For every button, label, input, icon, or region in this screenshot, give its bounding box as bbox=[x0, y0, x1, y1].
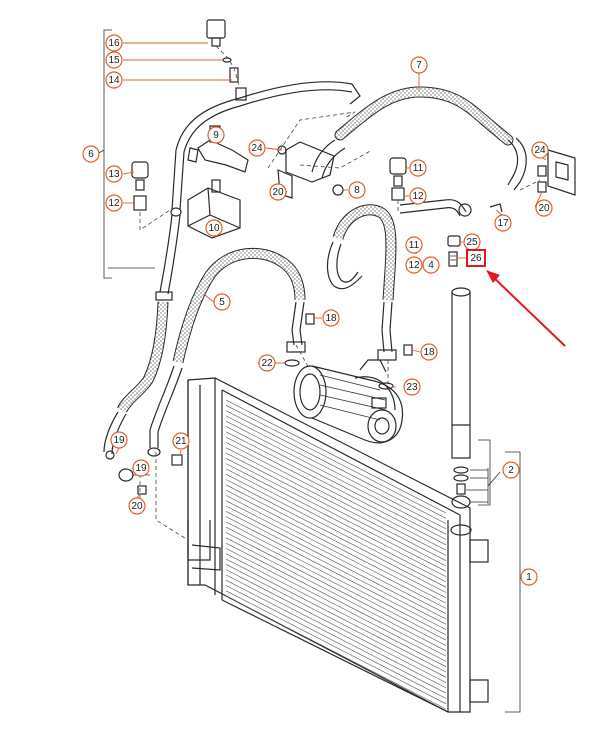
svg-text:18: 18 bbox=[325, 313, 337, 324]
red-arrow-head bbox=[486, 270, 500, 283]
svg-text:6: 6 bbox=[88, 149, 94, 160]
svg-text:11: 11 bbox=[413, 163, 424, 174]
svg-text:19: 19 bbox=[113, 435, 125, 446]
callout-c21: 21 bbox=[172, 432, 190, 450]
callout-c24b: 24 bbox=[531, 141, 549, 159]
callout-c8: 8 bbox=[348, 181, 366, 199]
svg-text:5: 5 bbox=[219, 297, 225, 308]
bracket-group-6 bbox=[96, 29, 155, 279]
svg-text:21: 21 bbox=[175, 436, 187, 447]
callout-c18b: 18 bbox=[420, 343, 438, 361]
svg-text:18: 18 bbox=[423, 347, 435, 358]
condenser-1 bbox=[187, 377, 521, 713]
callout-c24a: 24 bbox=[248, 139, 266, 157]
callout-c22: 22 bbox=[258, 354, 276, 372]
callout-c10: 10 bbox=[205, 219, 223, 237]
callout-c15: 15 bbox=[105, 51, 123, 69]
callout-c25: 25 bbox=[463, 233, 481, 251]
callout-c17: 17 bbox=[494, 214, 512, 232]
svg-text:13: 13 bbox=[108, 169, 120, 180]
svg-text:20: 20 bbox=[272, 187, 284, 198]
svg-text:12: 12 bbox=[108, 198, 120, 209]
svg-text:22: 22 bbox=[261, 358, 273, 369]
svg-text:25: 25 bbox=[466, 237, 478, 248]
bracket-middle bbox=[267, 111, 373, 199]
svg-text:14: 14 bbox=[108, 75, 120, 86]
service-valve-right bbox=[389, 157, 407, 212]
bracket-10 bbox=[187, 179, 241, 239]
bracket-right bbox=[489, 149, 576, 213]
receiver-drier-2 bbox=[451, 287, 501, 509]
pressure-sensor-assembly bbox=[206, 19, 247, 101]
callout-c5: 5 bbox=[213, 293, 231, 311]
callout-c6: 6 bbox=[82, 145, 100, 163]
callout-c19b: 19 bbox=[132, 459, 150, 477]
svg-text:19: 19 bbox=[135, 463, 147, 474]
callout-c1: 1 bbox=[520, 568, 538, 586]
misc-fittings bbox=[284, 313, 413, 390]
svg-text:8: 8 bbox=[354, 185, 360, 196]
callout-c2: 2 bbox=[502, 461, 520, 479]
svg-text:15: 15 bbox=[108, 55, 120, 66]
service-valve-left bbox=[131, 161, 171, 231]
callout-c19a: 19 bbox=[110, 431, 128, 449]
callout-c13: 13 bbox=[105, 165, 123, 183]
svg-text:24: 24 bbox=[251, 143, 263, 154]
callout-c18a: 18 bbox=[322, 309, 340, 327]
svg-text:12: 12 bbox=[412, 191, 424, 202]
filter-cap-parts bbox=[447, 235, 461, 267]
svg-text:20: 20 bbox=[538, 203, 550, 214]
callout-c12c: 12 bbox=[405, 256, 423, 274]
callout-c20c: 20 bbox=[128, 497, 146, 515]
highlight-box bbox=[466, 249, 486, 267]
callout-c12b: 12 bbox=[409, 187, 427, 205]
svg-text:23: 23 bbox=[406, 382, 418, 393]
svg-text:16: 16 bbox=[108, 38, 120, 49]
callout-c4: 4 bbox=[422, 256, 440, 274]
callout-c20a: 20 bbox=[269, 183, 287, 201]
callout-c12a: 12 bbox=[105, 194, 123, 212]
callout-c9: 9 bbox=[207, 126, 225, 144]
hose-7 bbox=[311, 86, 527, 191]
svg-text:7: 7 bbox=[416, 60, 422, 71]
ac-compressor bbox=[293, 359, 404, 444]
svg-text:10: 10 bbox=[208, 223, 220, 234]
svg-text:17: 17 bbox=[497, 218, 509, 229]
callout-c7: 7 bbox=[410, 56, 428, 74]
hose-4 bbox=[326, 199, 472, 361]
svg-text:4: 4 bbox=[428, 260, 434, 271]
svg-text:2: 2 bbox=[508, 465, 514, 476]
red-arrow-line bbox=[491, 275, 566, 347]
svg-text:24: 24 bbox=[534, 145, 546, 156]
hose-5 bbox=[147, 247, 306, 457]
svg-text:20: 20 bbox=[131, 501, 143, 512]
svg-text:9: 9 bbox=[213, 130, 219, 141]
callout-c14: 14 bbox=[105, 71, 123, 89]
callout-c11a: 11 bbox=[409, 159, 427, 177]
callout-c11b: 11 bbox=[405, 236, 423, 254]
pipe-6 bbox=[103, 81, 361, 455]
svg-text:1: 1 bbox=[526, 572, 532, 583]
highlighted-part-callout: 26 bbox=[466, 249, 566, 347]
highlighted-callout-label: 26 bbox=[470, 253, 482, 264]
callout-c20b: 20 bbox=[535, 199, 553, 217]
svg-text:12: 12 bbox=[408, 260, 420, 271]
callout-c23: 23 bbox=[403, 378, 421, 396]
callout-c16: 16 bbox=[105, 34, 123, 52]
svg-text:11: 11 bbox=[409, 240, 420, 251]
